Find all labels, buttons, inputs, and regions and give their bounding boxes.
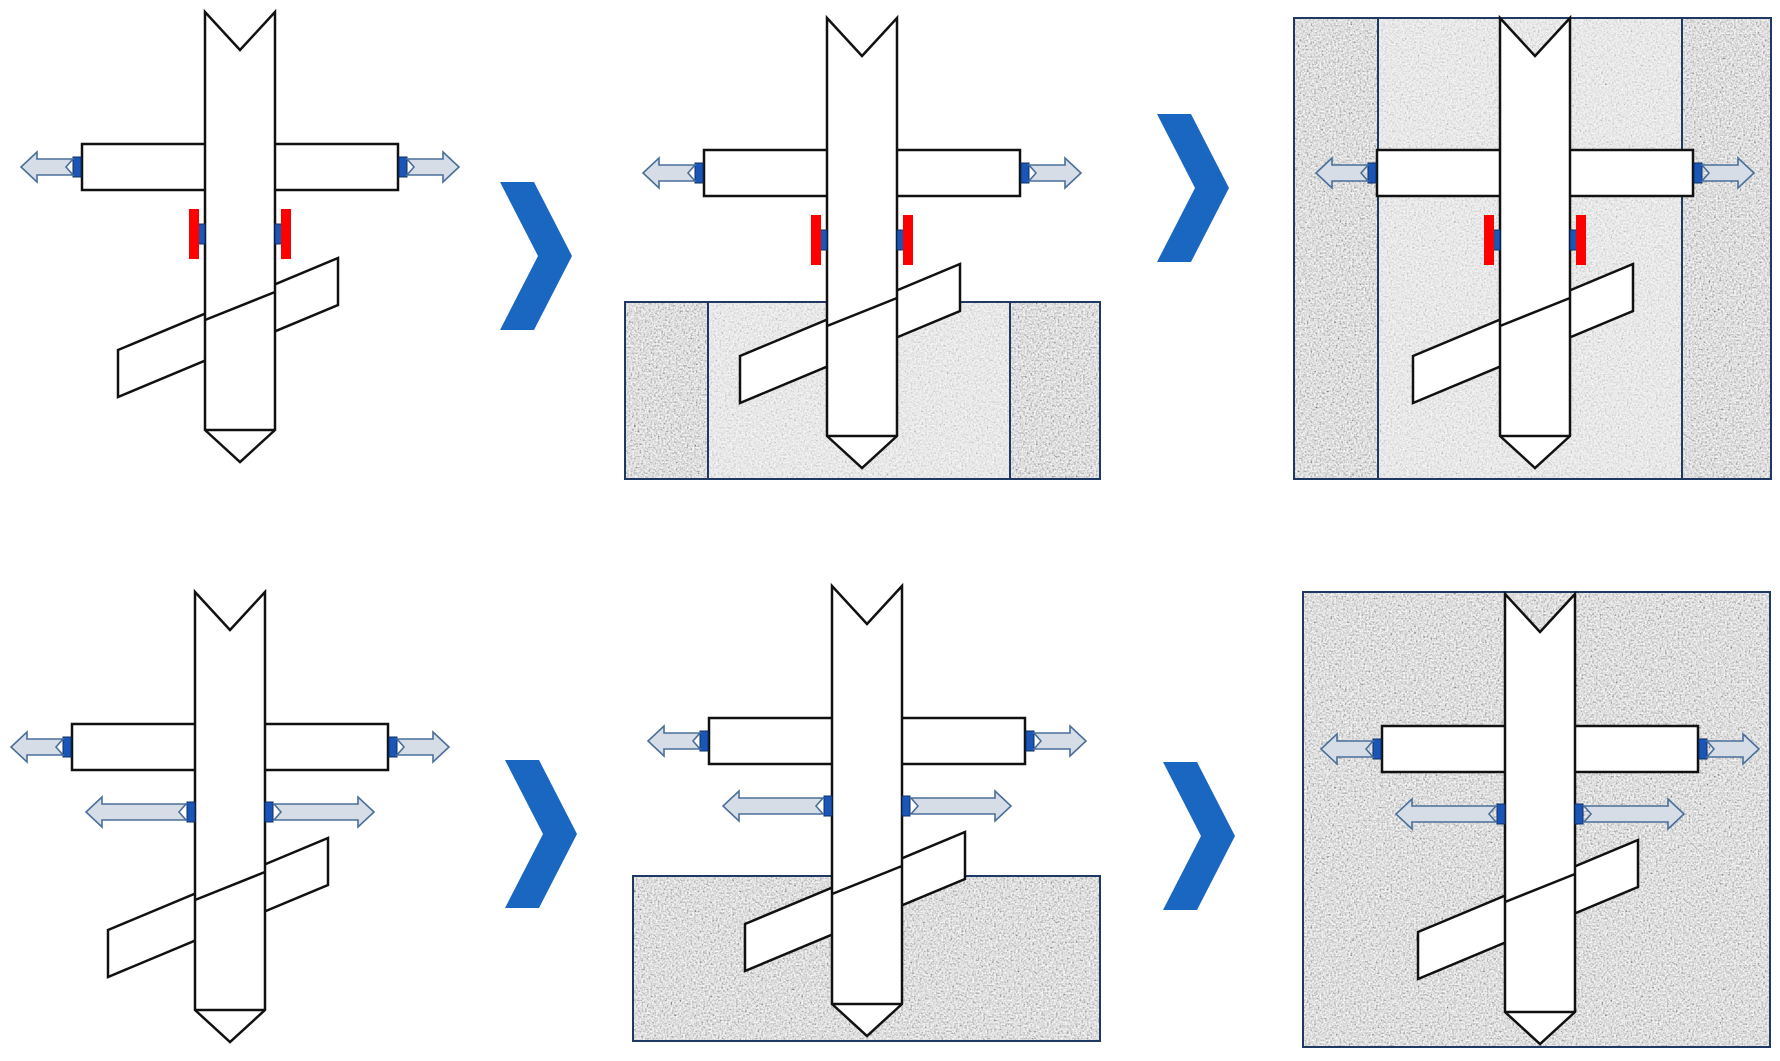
upper-right-force-arrow-icon [1700,156,1756,190]
pile-shaft [1503,590,1577,1046]
chevron-right-icon [1157,114,1229,262]
upper-left-actuator [699,730,709,752]
upper-right-actuator [1693,162,1703,184]
upper-right-actuator [1020,162,1030,184]
lower-left-plate-anchor [811,215,821,265]
pile-figure-3 [9,588,451,1044]
helix-front-edge [194,870,266,902]
upper-right-actuator [1025,730,1035,752]
pile-figure-2 [1314,14,1756,470]
pile-shaft [1498,14,1572,470]
loose-core-border [1377,17,1683,480]
lower-right-actuator [1574,803,1584,825]
upper-left-actuator [1367,162,1377,184]
lower-left-actuator [823,795,833,817]
lower-left-force-arrow-icon [84,795,188,829]
helix-front-edge [831,864,903,896]
pile-shaft [203,8,277,464]
upper-left-force-arrow-icon [19,150,75,184]
helix-front-edge [826,296,898,328]
lower-right-actuator [901,795,911,817]
upper-right-actuator [388,736,398,758]
upper-left-force-arrow-icon [641,156,697,190]
chevron-right-icon [505,760,577,908]
lower-left-force-arrow-icon [721,789,825,823]
chevron-right-icon [500,182,572,330]
lower-left-plate-anchor [189,209,199,259]
lower-left-actuator [186,801,196,823]
upper-left-force-arrow-icon [1319,732,1375,766]
pile-shaft [825,14,899,470]
lower-right-force-arrow-icon [909,789,1013,823]
upper-right-force-arrow-icon [1027,156,1083,190]
helix-front-edge [204,290,276,322]
pile-figure-5 [1319,590,1761,1046]
lower-left-plate-anchor [1484,215,1494,265]
upper-right-force-arrow-icon [1705,732,1761,766]
upper-right-actuator [1698,738,1708,760]
lower-right-force-arrow-icon [1582,797,1686,831]
lower-right-plate-anchor [1576,215,1586,265]
upper-left-actuator [1372,738,1382,760]
helix-front-edge [1504,872,1576,904]
pile-shaft [830,582,904,1038]
lower-right-actuator [264,801,274,823]
pile-figure-1 [641,14,1083,470]
soil-box-border [1302,591,1771,1048]
helix-front-edge [1499,296,1571,328]
pile-figure-0 [19,8,461,464]
pile-shaft [193,588,267,1044]
lower-right-plate-anchor [903,215,913,265]
upper-left-actuator [72,156,82,178]
upper-left-force-arrow-icon [9,730,65,764]
upper-left-actuator [62,736,72,758]
upper-right-actuator [398,156,408,178]
upper-left-force-arrow-icon [646,724,702,758]
lower-right-plate-anchor [281,209,291,259]
upper-right-force-arrow-icon [405,150,461,184]
upper-right-force-arrow-icon [1032,724,1088,758]
pile-figure-4 [646,582,1088,1038]
upper-left-actuator [694,162,704,184]
lower-left-force-arrow-icon [1394,797,1498,831]
lower-right-force-arrow-icon [272,795,376,829]
lower-left-actuator [1496,803,1506,825]
chevron-right-icon [1163,762,1235,910]
upper-left-force-arrow-icon [1314,156,1370,190]
upper-right-force-arrow-icon [395,730,451,764]
